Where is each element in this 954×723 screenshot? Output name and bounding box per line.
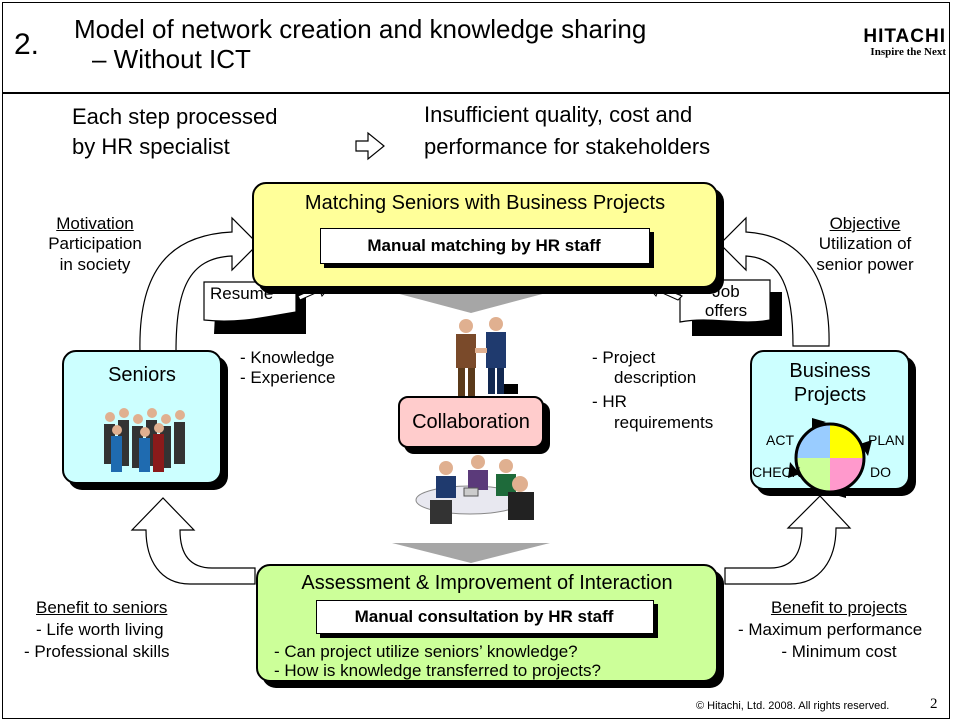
motivation-line1: Participation <box>48 234 142 253</box>
curved-arrow-projects-to-matching-icon <box>719 216 830 347</box>
objective-line2: senior power <box>816 255 914 274</box>
curved-arrow-seniors-to-matching-icon <box>139 216 259 353</box>
intro-left-line2: by HR specialist <box>72 134 230 159</box>
project-need-line3: - HR <box>592 392 627 411</box>
hitachi-logo: HITACHI Inspire the Next <box>828 26 946 58</box>
seniors-box: Seniors <box>62 350 222 484</box>
assessment-question-2: - How is knowledge transferred to projec… <box>274 661 601 680</box>
motivation-line2: in society <box>59 255 131 274</box>
assessment-question-1: - Can project utilize seniors’ knowledge… <box>274 642 578 661</box>
matching-title: Matching Seniors with Business Projects <box>304 192 666 214</box>
handshake-icon <box>456 317 518 396</box>
resume-document-icon <box>203 281 306 334</box>
collaboration-box: Collaboration <box>398 396 544 448</box>
down-arrow-top-icon <box>392 292 550 313</box>
down-arrow-bottom-icon <box>392 543 550 563</box>
page-title: Model of network creation and knowledge … <box>74 14 647 44</box>
assessment-inner-label: Manual consultation by HR staff <box>354 607 614 626</box>
slide-number: 2. <box>14 28 40 61</box>
benefit-seniors-line1: - Life worth living <box>36 620 164 639</box>
projects-title-line1: Business <box>789 360 871 382</box>
projects-title-line2: Projects <box>793 384 867 406</box>
job-offers-document-icon <box>679 279 782 336</box>
page-subtitle: – Without ICT <box>92 44 251 74</box>
seniors-title: Seniors <box>108 364 176 386</box>
project-need-line2: description <box>614 368 697 387</box>
benefit-projects-heading: Benefit to projects <box>770 598 908 617</box>
objective-line1: Utilization of <box>818 234 912 253</box>
intro-right-line1: Insufficient quality, cost and <box>424 102 693 127</box>
logo-brand: HITACHI <box>863 26 946 47</box>
resume-label: Resume <box>210 284 274 303</box>
project-need-line1: - Project <box>592 348 656 367</box>
header-divider <box>2 92 950 94</box>
objective-heading: Objective <box>829 214 901 233</box>
pdca-plan-label: PLAN <box>868 432 905 448</box>
assessment-inner-box: Manual consultation by HR staff <box>316 600 654 634</box>
benefit-projects-line2: - Minimum cost <box>781 642 897 661</box>
senior-offer-knowledge: - Knowledge <box>240 348 335 367</box>
senior-offer-experience: - Experience <box>240 368 336 387</box>
logo-tagline: Inspire the Next <box>870 46 946 58</box>
meeting-icon <box>415 455 534 524</box>
curved-arrow-assessment-to-seniors-icon <box>130 497 256 585</box>
intro-right-line2: performance for stakeholders <box>424 134 711 159</box>
benefit-seniors-line2: - Professional skills <box>24 642 170 661</box>
job-offers-label-line1: Job <box>712 282 740 301</box>
pdca-check-label: CHECK <box>752 464 802 480</box>
intro-left-line1: Each step processed <box>72 104 278 129</box>
pdca-do-label: DO <box>870 464 891 480</box>
pdca-act-label: ACT <box>766 432 794 448</box>
collaboration-label: Collaboration <box>412 411 530 433</box>
assessment-title: Assessment & Improvement of Interaction <box>301 572 673 594</box>
result-arrow-icon <box>355 131 385 161</box>
job-offers-label-line2: offers <box>704 301 748 320</box>
benefit-projects-line1: - Maximum performance <box>738 620 923 639</box>
project-need-line4: requirements <box>614 413 714 432</box>
benefit-seniors-heading: Benefit to seniors <box>36 598 168 617</box>
copyright: © Hitachi, Ltd. 2008. All rights reserve… <box>696 700 890 712</box>
matching-inner-label: Manual matching by HR staff <box>367 236 601 255</box>
matching-inner-box: Manual matching by HR staff <box>320 228 650 264</box>
motivation-heading: Motivation <box>56 214 134 233</box>
page-number: 2 <box>930 696 938 712</box>
curved-arrow-assessment-to-projects-icon <box>724 495 852 585</box>
